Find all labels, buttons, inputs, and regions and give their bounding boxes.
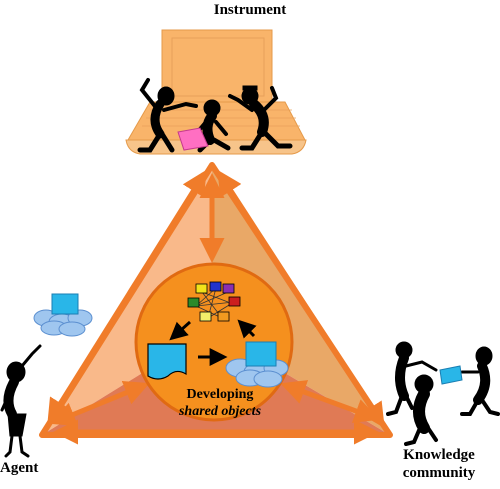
agent-shared-object-box bbox=[51, 293, 79, 315]
cloud-icon bbox=[225, 341, 289, 388]
arrow-network-to-document bbox=[169, 320, 191, 341]
people-figures-icon bbox=[137, 78, 293, 153]
shared-object-box bbox=[245, 341, 277, 367]
network-icon bbox=[187, 281, 241, 322]
group-figures-icon bbox=[386, 341, 500, 446]
center-label-line2: shared objects bbox=[178, 404, 262, 419]
center-label-line1: Developing bbox=[186, 387, 254, 402]
node-label-knowledge-community: Knowledge community bbox=[380, 446, 498, 482]
node-label-knowledge-community-line2: community bbox=[402, 465, 476, 481]
laptop-icon bbox=[125, 29, 307, 155]
node-label-agent: Agent bbox=[0, 460, 39, 476]
node-label-instrument: Instrument bbox=[213, 2, 287, 18]
pointing-woman-icon bbox=[0, 344, 42, 458]
process-arrows bbox=[169, 319, 257, 366]
document-icon bbox=[147, 343, 187, 380]
arrow-agent-instrument bbox=[47, 169, 207, 425]
center-label: Developing shared objects bbox=[160, 386, 280, 420]
arrow-community-instrument bbox=[217, 169, 385, 429]
agent-cloud-icon bbox=[33, 293, 93, 337]
node-label-knowledge-community-line1: Knowledge bbox=[403, 447, 475, 463]
arrows bbox=[47, 169, 385, 445]
arrow-cloud-to-network bbox=[237, 319, 257, 339]
